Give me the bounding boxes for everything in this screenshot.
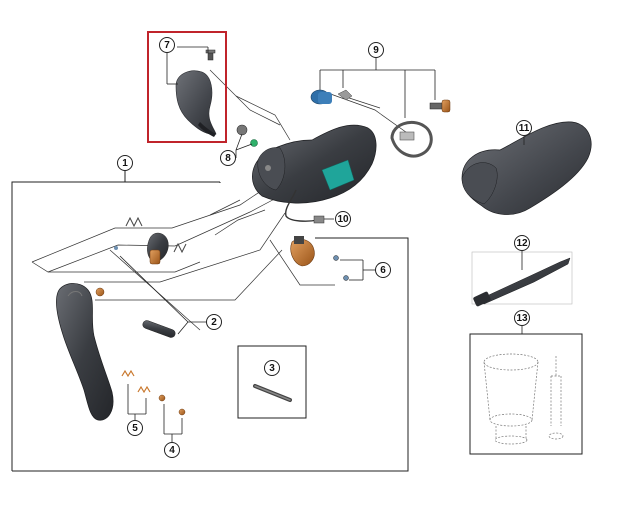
callout-12: 12 <box>514 235 530 251</box>
part-4-leader <box>163 404 183 442</box>
part-13-syringe <box>548 356 564 440</box>
part-5-leader <box>127 384 147 420</box>
part-13-frame <box>469 333 583 455</box>
callout-label: 2 <box>211 317 217 328</box>
callout-circle <box>514 235 530 251</box>
part-12-tool <box>473 257 571 307</box>
part-6-switch <box>290 236 349 281</box>
callout-circle <box>264 360 280 376</box>
callout-circle <box>220 150 236 166</box>
part-3-pin <box>253 384 292 402</box>
callout-circle <box>127 420 143 436</box>
callout-circle <box>514 310 530 326</box>
callout-circle <box>206 314 222 330</box>
part-2-leader <box>119 255 206 335</box>
exploded-guide-lines <box>31 69 411 331</box>
part-8-pieces <box>236 124 258 147</box>
callout-4: 4 <box>164 442 180 458</box>
part-1-group-frame <box>11 170 409 472</box>
callout-2: 2 <box>206 314 222 330</box>
callout-label: 11 <box>519 123 530 134</box>
callout-label: 12 <box>516 238 528 249</box>
callout-label: 13 <box>516 313 528 324</box>
part-10-cable <box>284 189 334 224</box>
part-3-frame <box>237 345 307 419</box>
callout-circle <box>368 42 384 58</box>
callout-label: 7 <box>164 40 170 51</box>
callout-circle <box>516 120 532 136</box>
callout-10: 10 <box>335 211 351 227</box>
part-2-pin <box>142 320 176 338</box>
callout-label: 1 <box>122 158 128 169</box>
inner-spring-parts <box>114 216 187 265</box>
part-9-pieces <box>310 89 451 158</box>
part-13-cup <box>483 353 539 445</box>
highlight-box-part-7 <box>147 31 227 143</box>
callout-6: 6 <box>375 262 391 278</box>
callout-circle <box>117 155 133 171</box>
callout-7: 7 <box>159 37 175 53</box>
callout-label: 8 <box>225 153 231 164</box>
part-7-cover <box>175 49 217 137</box>
callout-label: 10 <box>337 214 349 225</box>
part-4-5-pieces <box>121 369 186 416</box>
main-lever-body <box>252 124 377 204</box>
callout-circle <box>375 262 391 278</box>
callout-5: 5 <box>127 420 143 436</box>
part-8-leader <box>235 133 253 158</box>
brake-lever-blade <box>56 283 114 421</box>
callout-9: 9 <box>368 42 384 58</box>
callout-11: 11 <box>516 120 532 136</box>
callout-1: 1 <box>117 155 133 171</box>
callout-3: 3 <box>264 360 280 376</box>
part-11-hood <box>461 121 592 215</box>
callout-label: 6 <box>380 265 386 276</box>
callout-13: 13 <box>514 310 530 326</box>
callout-label: 9 <box>373 45 379 56</box>
part-7-leader <box>166 46 209 85</box>
callout-label: 3 <box>269 363 275 374</box>
callout-label: 4 <box>169 445 175 456</box>
part-6-leader <box>340 259 376 281</box>
callout-circle <box>335 211 351 227</box>
callout-label: 5 <box>132 423 138 434</box>
callout-circle <box>159 37 175 53</box>
callout-circle <box>164 442 180 458</box>
part-9-leader <box>319 57 436 118</box>
callout-8: 8 <box>220 150 236 166</box>
